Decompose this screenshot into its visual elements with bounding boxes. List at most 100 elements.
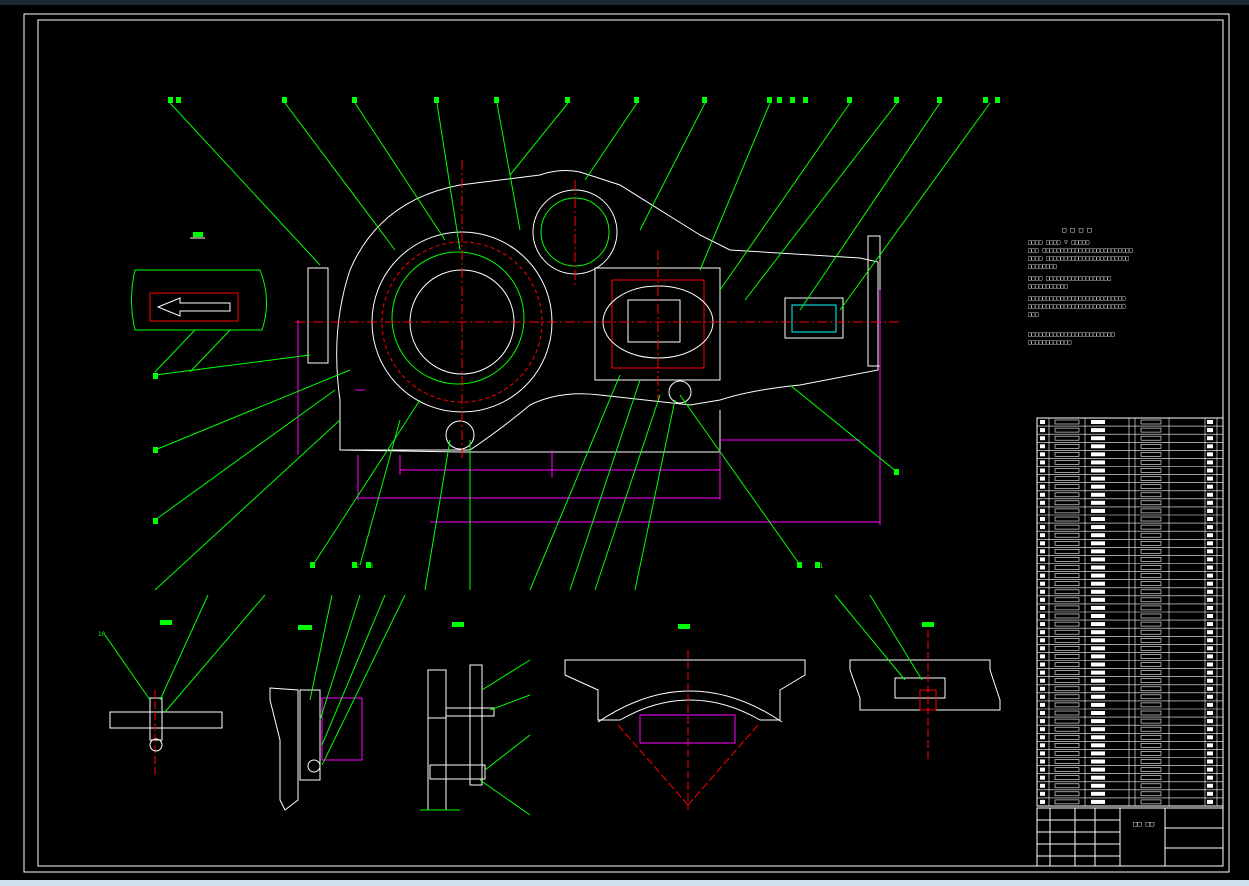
parts-table-cell-mark [1091,630,1105,635]
parts-table-cell-mark [1207,751,1213,756]
note-line-9: □□□ [1028,311,1039,318]
parts-table-cell-mark [1054,694,1080,700]
compartment-window [627,299,681,343]
parts-table-cell-mark [1207,508,1213,513]
parts-table-cell-mark [1040,597,1045,602]
parts-table-cell-mark [1140,492,1162,498]
parts-table-cell-mark [1140,629,1162,635]
parts-table-cell-mark [1040,775,1045,780]
parts-table-cell-mark [1207,533,1213,538]
detail-view-5 [834,594,1001,760]
parts-table-cell-mark [1054,565,1080,570]
detail-view-2 [269,594,406,811]
title-block-label: □□ □□ [1133,820,1154,828]
parts-table-cell-mark [1040,549,1045,554]
parts-table-cell-mark [1040,711,1045,715]
parts-table-cell-mark [1054,637,1080,643]
parts-table-cell-mark [1091,759,1105,764]
parts-table-cell-mark [1091,492,1105,497]
parts-table-cell-mark [1207,444,1213,449]
bottom-wheel-left [445,420,475,450]
parts-table-cell-mark [1054,589,1080,595]
parts-table-cell-mark [1207,775,1213,780]
parts-table-cell-mark [1207,727,1213,732]
parts-table-cell-mark [1140,557,1162,562]
parts-table-cell-mark [1207,476,1213,481]
parts-table-cell-mark [1207,654,1213,659]
parts-table-cell-mark [1091,791,1105,796]
parts-table-cell-mark [1091,476,1105,481]
parts-table-cell-mark [1140,451,1162,457]
parts-table-cell-mark [1040,622,1045,627]
outer-frame [23,13,1230,873]
parts-table-cell-mark [1091,533,1105,538]
parts-table-cell-mark [1091,508,1105,513]
parts-table-cell-mark [1091,614,1105,618]
parts-table-cell-mark [1054,419,1080,425]
parts-table-cell-mark [1054,476,1080,481]
parts-table-cell-mark [1091,775,1105,780]
parts-table-cell-mark [1040,436,1045,441]
drum-ring [391,251,525,385]
parts-table-cell-mark [1140,468,1162,473]
parts-table-cell-mark [1091,500,1105,505]
parts-table-cell-mark [1054,678,1080,684]
parts-table-cell-mark [1040,751,1045,756]
parts-table-cell-mark [1040,500,1045,505]
parts-table-cell-mark [1091,767,1105,772]
detail-mark-12: 12 [352,563,360,570]
parts-table-cell-mark [1091,719,1105,724]
parts-table-cell-mark [1140,759,1162,764]
parts-table-cell-mark [1207,702,1213,707]
note-line-3: □□□□ □□□□□□□□□□□□□□□□□□□□□□□ [1028,255,1130,262]
parts-table-cell-mark [1207,622,1213,627]
arrow-frame [149,292,239,322]
parts-table-cell-mark [1140,718,1162,724]
parts-table-cell-mark [1140,678,1162,684]
parts-table-cell-mark [1140,484,1162,490]
parts-table-cell-mark [1207,783,1213,788]
parts-table-cell-mark [1040,468,1045,473]
parts-table-cell-mark [1040,517,1045,521]
parts-table-cell-mark [1140,476,1162,481]
control-panel-inner [791,304,837,333]
parts-table-cell-mark [1207,711,1213,715]
parts-table-cell-mark [1040,694,1045,699]
parts-table-cell-mark [1054,435,1080,441]
parts-table-cell-mark [1091,783,1105,788]
parts-table-cell-mark [1091,670,1105,675]
parts-table-cell-mark [1207,436,1213,441]
parts-table-cell-mark [1040,476,1045,481]
parts-table-cell-mark [1054,726,1080,732]
parts-table-cell-mark [1040,492,1045,497]
parts-table-cell-mark [1207,565,1213,570]
parts-table-cell-mark [1054,670,1080,675]
parts-table-cell-mark [1140,791,1162,797]
parts-table-cell-mark [1140,702,1162,708]
parts-table-cell-mark [1054,443,1080,449]
parts-table-cell-mark [1040,589,1045,594]
parts-table-cell-mark [1054,775,1080,781]
parts-table-cell-mark [1054,759,1080,764]
parts-table-cell-mark [1140,419,1162,425]
detail-mark-10: 10 [98,631,106,638]
parts-table-cell-mark [1040,686,1045,691]
parts-table-cell-mark [1091,444,1105,449]
parts-table-cell-mark [1091,702,1105,707]
parts-table-cell-mark [1207,517,1213,521]
parts-table-cell-mark [1040,581,1045,586]
parts-table-cell-mark [1040,452,1045,457]
note-line-11: □□□□□□□□□□□□ [1028,339,1072,346]
parts-table-cell-mark [1054,557,1080,562]
parts-table-cell-mark [1040,573,1045,578]
parts-table-cell-mark [1207,646,1213,651]
parts-list-table [1036,417,1224,807]
note-line-5: □□□□ □□□□□□□□□□□□□□□□□□ [1028,275,1111,282]
parts-table-cell-mark [1140,435,1162,441]
parts-table-cell-mark [1140,605,1162,611]
parts-table-cell-mark [1091,557,1105,562]
parts-table-cell-mark [1091,662,1105,667]
parts-table-cell-mark [1054,662,1080,667]
parts-table-cell-mark [1040,735,1045,740]
